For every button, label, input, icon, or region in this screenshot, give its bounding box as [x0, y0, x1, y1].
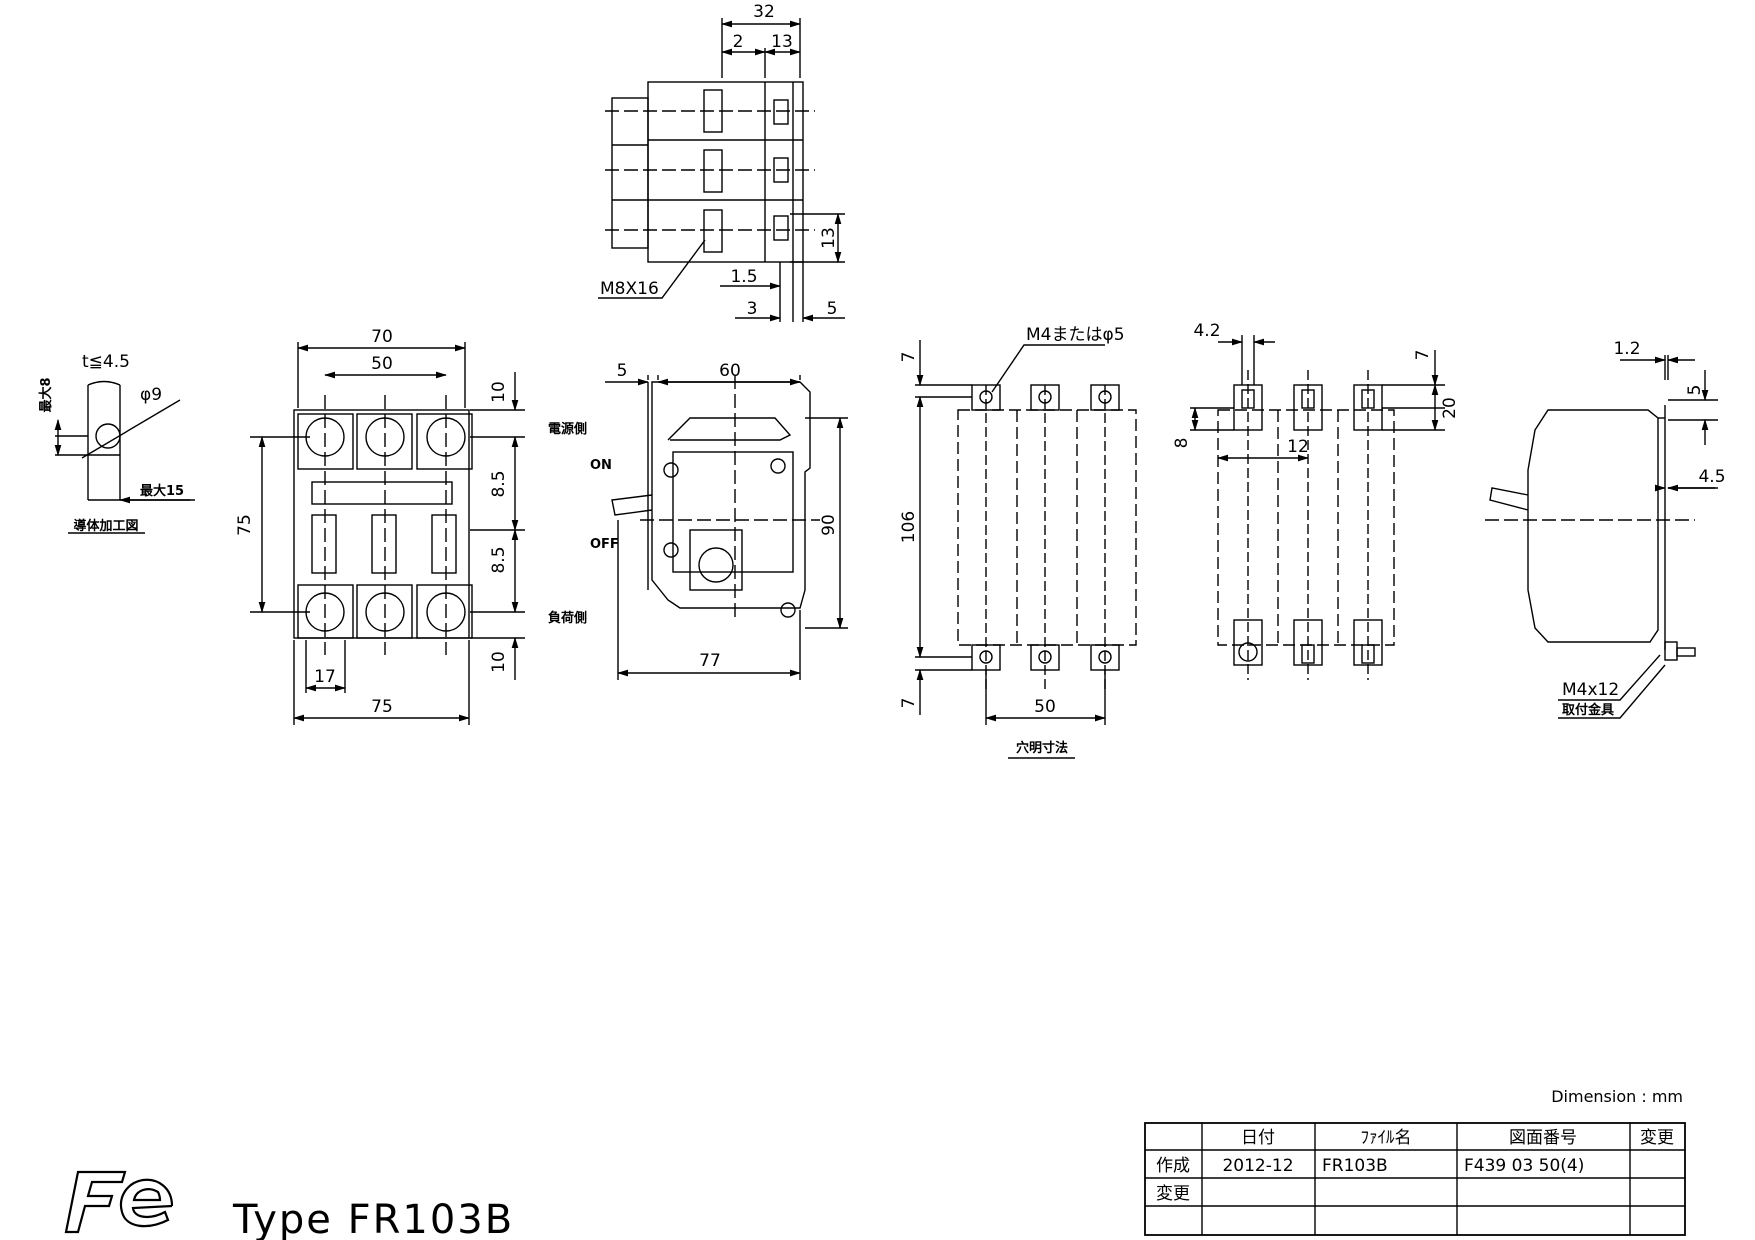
- dim-5: 5: [827, 299, 838, 319]
- dim-17: 17: [314, 667, 336, 687]
- dim-75-v: 75: [235, 514, 255, 536]
- header-drawing-no: 図面番号: [1509, 1128, 1577, 1148]
- mounting-view: [915, 340, 1137, 759]
- top-view: [598, 18, 845, 322]
- title-block-grid: [1144, 1122, 1686, 1236]
- dim-10-bottom: 10: [489, 651, 509, 673]
- back-dim-20: 20: [1440, 397, 1460, 419]
- mount-dim-106: 106: [899, 511, 919, 543]
- mount-caption: 穴明寸法: [1016, 740, 1068, 756]
- dim-75-h: 75: [371, 697, 393, 717]
- back-dim-12: 12: [1287, 437, 1309, 457]
- back-dim-4-2: 4.2: [1193, 321, 1220, 341]
- mount-dim-7-top: 7: [899, 352, 919, 363]
- dim-1-5: 1.5: [730, 267, 757, 287]
- fe-logo: [64, 1170, 174, 1234]
- bracket-label: 取付金具: [1562, 702, 1614, 718]
- load-side-label: 負荷側: [548, 610, 587, 626]
- mount-dim-50: 50: [1034, 697, 1056, 717]
- back-dim-8: 8: [1172, 438, 1192, 449]
- right-dim-1-2: 1.2: [1613, 339, 1640, 359]
- right-dim-5: 5: [1685, 385, 1705, 396]
- thickness-label: t≦4.5: [82, 352, 130, 372]
- screw-m8x16: M8X16: [600, 279, 659, 299]
- dim-8-5-a: 8.5: [489, 470, 509, 497]
- row-label: 変更: [1156, 1184, 1190, 1204]
- mount-dim-7-bottom: 7: [899, 698, 919, 709]
- on-label: ON: [590, 458, 612, 473]
- row-label: 作成: [1156, 1156, 1190, 1176]
- line-side-label: 電源側: [548, 421, 587, 437]
- header-file: ﾌｧｲﾙ名: [1361, 1128, 1412, 1148]
- header-change: 変更: [1640, 1128, 1674, 1148]
- hole-diameter: φ9: [140, 385, 162, 405]
- row-drawing-no: F439 03 50(4): [1464, 1156, 1584, 1176]
- header-date: 日付: [1241, 1128, 1275, 1148]
- row-date: 2012-12: [1222, 1156, 1293, 1176]
- dimension-unit: Dimension : mm: [1551, 1087, 1683, 1106]
- right-view: [1485, 355, 1718, 719]
- dim-10-top: 10: [489, 381, 509, 403]
- off-label: OFF: [590, 537, 619, 552]
- mount-screw-label: M4またはφ5: [1026, 325, 1125, 345]
- dim-32: 32: [753, 2, 775, 22]
- dim-13: 13: [771, 32, 793, 52]
- labels: 32 2 13 13 1.5 3 5 M8X16 t≦4.5 φ9 最大8 最大…: [38, 2, 1726, 1240]
- dim-50: 50: [371, 354, 393, 374]
- dim-2: 2: [733, 32, 744, 52]
- right-dim-4-5: 4.5: [1698, 467, 1725, 487]
- side-dim-77: 77: [699, 651, 721, 671]
- dim-13-side: 13: [819, 227, 839, 249]
- back-view: [1190, 335, 1445, 680]
- max-height-label: 最大8: [38, 377, 54, 412]
- dim-70: 70: [371, 327, 393, 347]
- dim-3: 3: [747, 299, 758, 319]
- conductor-detail: [54, 380, 195, 534]
- right-screw-label: M4x12: [1562, 680, 1619, 700]
- dim-8-5-b: 8.5: [489, 546, 509, 573]
- side-view: [605, 375, 848, 680]
- model-title: Type FR103B: [232, 1197, 514, 1240]
- back-dim-7: 7: [1413, 350, 1433, 361]
- conductor-caption: 導体加工図: [73, 518, 138, 534]
- side-dim-90: 90: [819, 514, 839, 536]
- side-dim-5: 5: [617, 361, 628, 381]
- front-view: [250, 342, 525, 725]
- row-file: FR103B: [1322, 1156, 1388, 1176]
- side-dim-60: 60: [719, 361, 741, 381]
- max-width-label: 最大15: [140, 483, 184, 499]
